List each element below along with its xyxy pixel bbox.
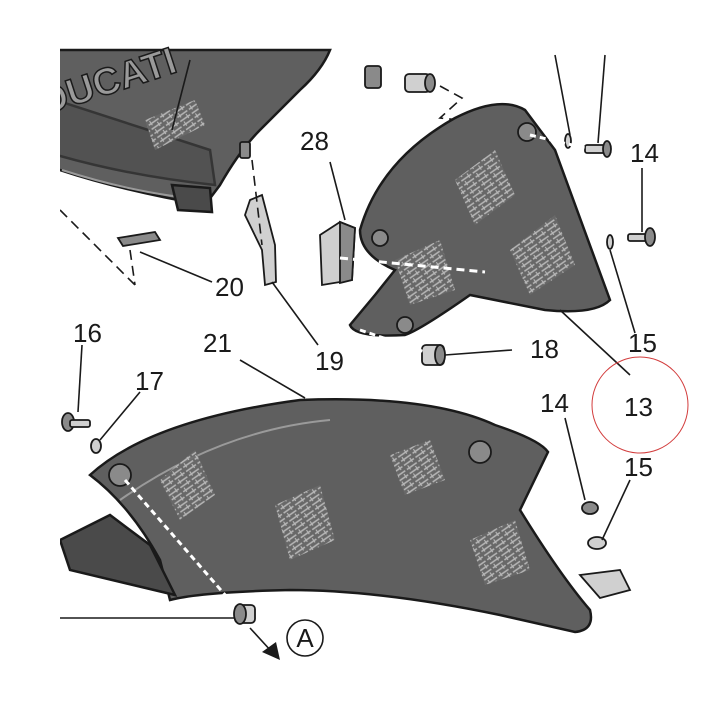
screw-14-bottom: [581, 501, 607, 550]
tank-fairing: DUCATI: [60, 39, 332, 214]
screw-16-left: [61, 412, 102, 454]
top-bushing: [364, 65, 501, 125]
callout-14-top: 14: [630, 138, 659, 168]
callout-18: 18: [530, 334, 559, 364]
callout-15-right: 15: [628, 328, 657, 358]
part-13-side-panel: [348, 102, 612, 337]
callout-13: 13: [624, 392, 653, 422]
callout-14-bottom: 14: [540, 388, 569, 418]
bottom-bushing: [60, 603, 280, 660]
view-a-label: A: [296, 623, 314, 653]
part-19-bracket: [244, 159, 277, 287]
view-a-marker: A: [286, 619, 324, 657]
callout-28: 28: [300, 126, 329, 156]
callout-16: 16: [73, 318, 102, 348]
callout-15-bottom: 15: [624, 452, 653, 482]
part-18-bushing: [359, 328, 446, 366]
highlight-circle: [591, 356, 689, 454]
part-28-block: [319, 220, 486, 287]
part-21-lower-panel: [60, 398, 632, 634]
part-20-pad: [60, 209, 162, 286]
callout-21: 21: [203, 328, 232, 358]
callout-17: 17: [135, 366, 164, 396]
direction-arrow: [262, 642, 280, 660]
leader-lines: [77, 54, 643, 541]
screw-top-right: [529, 133, 612, 158]
callout-19: 19: [315, 346, 344, 376]
callout-20: 20: [215, 272, 244, 302]
screw-14-top: [606, 227, 656, 250]
